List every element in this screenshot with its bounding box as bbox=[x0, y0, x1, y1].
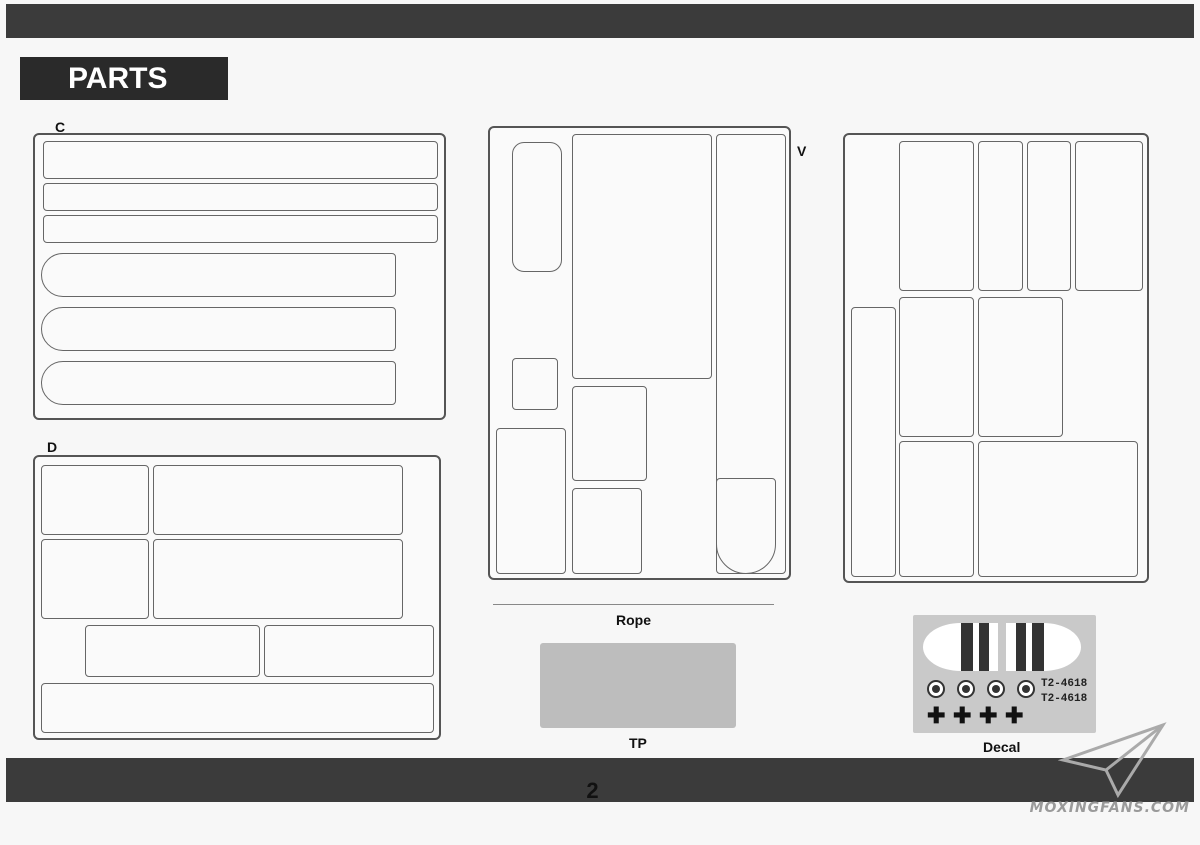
watermark-text: MOXINGFANS.COM bbox=[1029, 800, 1190, 816]
sprue-middle-cell-4 bbox=[572, 488, 642, 574]
sprue-middle-cell-5 bbox=[496, 428, 566, 574]
sprue-c-track-1 bbox=[41, 253, 396, 297]
cross-3: ✚ bbox=[979, 703, 998, 728]
sprue-d-letter: D bbox=[47, 439, 58, 455]
tp-label: TP bbox=[629, 735, 647, 751]
sprue-right-cell-9 bbox=[978, 441, 1138, 577]
sprue-c-row-1 bbox=[43, 141, 438, 179]
sprue-right-cell-8 bbox=[899, 441, 974, 577]
sprue-middle-cell-3 bbox=[572, 386, 647, 481]
rope-label: Rope bbox=[616, 612, 651, 628]
registration-2: T2-4618 bbox=[1041, 693, 1088, 705]
cross-4: ✚ bbox=[1005, 703, 1024, 728]
rope-divider bbox=[493, 604, 774, 605]
sprue-right-cell-4 bbox=[1075, 141, 1143, 291]
sprue-d-cell-6 bbox=[264, 625, 434, 677]
roundel-3 bbox=[987, 680, 1005, 698]
sprue-d-cell-3 bbox=[41, 539, 149, 619]
roundel-4 bbox=[1017, 680, 1035, 698]
sprue-c-track-2 bbox=[41, 307, 396, 351]
sprue-c-row-3 bbox=[43, 215, 438, 243]
bottom-band bbox=[6, 758, 1194, 802]
roundel-1 bbox=[927, 680, 945, 698]
sprue-d-cell-7 bbox=[41, 683, 434, 733]
sprue-right-cell-7 bbox=[978, 297, 1063, 437]
registration-1: T2-4618 bbox=[1041, 678, 1088, 690]
roundel-2 bbox=[957, 680, 975, 698]
sprue-d-cell-1 bbox=[41, 465, 149, 535]
sprue-right-cell-3 bbox=[1027, 141, 1071, 291]
cross-1: ✚ bbox=[927, 703, 946, 728]
photo-etch-sheet bbox=[540, 643, 736, 728]
sprue-right-cell-2 bbox=[978, 141, 1023, 291]
sprue-c-row-2 bbox=[43, 183, 438, 211]
sprue-c-letter: C bbox=[55, 119, 66, 135]
wing-band-left bbox=[923, 623, 998, 671]
sprue-c-track-3 bbox=[41, 361, 396, 405]
sprue-right-cell-1 bbox=[899, 141, 974, 291]
tail-skid-panel bbox=[716, 478, 776, 574]
paper-plane-icon bbox=[1058, 722, 1167, 799]
canopy-frame bbox=[512, 142, 562, 272]
sprue-d-cell-4 bbox=[153, 539, 403, 619]
wing-band-right bbox=[1006, 623, 1081, 671]
sprue-right-cell-6 bbox=[899, 297, 974, 437]
sprue-d-cell-5 bbox=[85, 625, 260, 677]
decal-label: Decal bbox=[983, 739, 1021, 755]
top-band bbox=[6, 4, 1194, 38]
seat-mesh-1 bbox=[512, 358, 558, 410]
sprue-d: D bbox=[33, 439, 441, 740]
decal-sheet: T2-4618 T2-4618 ✚ ✚ ✚ ✚ bbox=[913, 615, 1096, 733]
cross-2: ✚ bbox=[953, 703, 972, 728]
sprue-middle-cell-1 bbox=[572, 134, 712, 379]
sprue-right bbox=[843, 133, 1149, 583]
sprue-d-cell-2 bbox=[153, 465, 403, 535]
sprue-middle bbox=[488, 126, 791, 580]
page-title: PARTS bbox=[20, 57, 228, 100]
page-number: 2 bbox=[586, 778, 599, 803]
sprue-v-letter: V bbox=[797, 143, 807, 159]
sprue-right-cell-5 bbox=[851, 307, 896, 577]
sprue-c: C bbox=[33, 119, 446, 420]
